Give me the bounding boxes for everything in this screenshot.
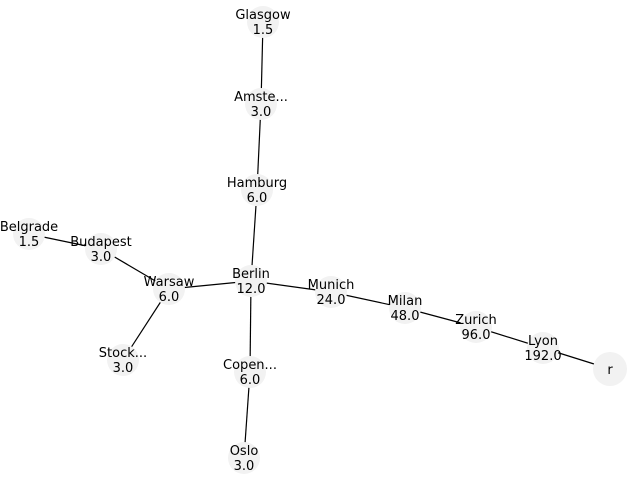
- node-value-amsterdam: 3.0: [251, 105, 272, 120]
- node-copenhagen: Copen...6.0: [223, 356, 277, 388]
- node-value-lyon: 192.0: [524, 349, 561, 364]
- node-circle-copenhagen: [234, 356, 266, 388]
- node-label-hamburg: Hamburg: [227, 176, 287, 191]
- node-label-amsterdam: Amste...: [234, 90, 288, 105]
- node-circle-oslo: [228, 442, 260, 474]
- node-value-munich: 24.0: [317, 293, 346, 308]
- node-circle-lyon: [527, 332, 559, 364]
- node-circle-zurich: [460, 311, 492, 343]
- node-value-stockholm: 3.0: [113, 361, 134, 376]
- node-amsterdam: Amste...3.0: [234, 88, 288, 120]
- node-label-budapest: Budapest: [70, 235, 132, 250]
- node-circle-amsterdam: [245, 88, 277, 120]
- node-circle-milan: [389, 292, 421, 324]
- node-circle-glasgow: [247, 6, 279, 38]
- node-value-budapest: 3.0: [91, 250, 112, 265]
- node-stockholm: Stock...3.0: [99, 344, 147, 376]
- node-label-milan: Milan: [388, 294, 423, 309]
- node-label-oslo: Oslo: [230, 444, 259, 459]
- node-value-copenhagen: 6.0: [240, 373, 261, 388]
- node-value-milan: 48.0: [391, 309, 420, 324]
- node-circle-hamburg: [241, 174, 273, 206]
- node-value-belgrade: 1.5: [19, 235, 40, 250]
- node-circle-stockholm: [107, 344, 139, 376]
- node-label-stockholm: Stock...: [99, 346, 147, 361]
- node-value-glasgow: 1.5: [253, 23, 274, 38]
- node-circle-belgrade: [13, 218, 45, 250]
- node-circle-munich: [315, 276, 347, 308]
- node-label-root: r: [607, 363, 613, 378]
- node-label-glasgow: Glasgow: [235, 8, 291, 23]
- node-circle-berlin: [235, 265, 267, 297]
- node-value-hamburg: 6.0: [247, 191, 268, 206]
- node-circle-warsaw: [153, 273, 185, 305]
- node-circle-budapest: [85, 233, 117, 265]
- node-circle-root: [593, 352, 627, 386]
- node-value-zurich: 96.0: [462, 328, 491, 343]
- node-label-belgrade: Belgrade: [0, 220, 58, 235]
- node-value-berlin: 12.0: [237, 282, 266, 297]
- node-label-zurich: Zurich: [455, 313, 497, 328]
- node-value-oslo: 3.0: [234, 459, 255, 474]
- node-value-warsaw: 6.0: [159, 290, 180, 305]
- node-label-munich: Munich: [308, 278, 355, 293]
- node-label-warsaw: Warsaw: [144, 275, 195, 290]
- node-label-berlin: Berlin: [232, 267, 270, 282]
- node-label-copenhagen: Copen...: [223, 358, 277, 373]
- nodes-layer: Glasgow1.5Amste...3.0Hamburg6.0Berlin12.…: [0, 6, 627, 474]
- node-label-lyon: Lyon: [528, 334, 558, 349]
- node-root: r: [593, 352, 627, 386]
